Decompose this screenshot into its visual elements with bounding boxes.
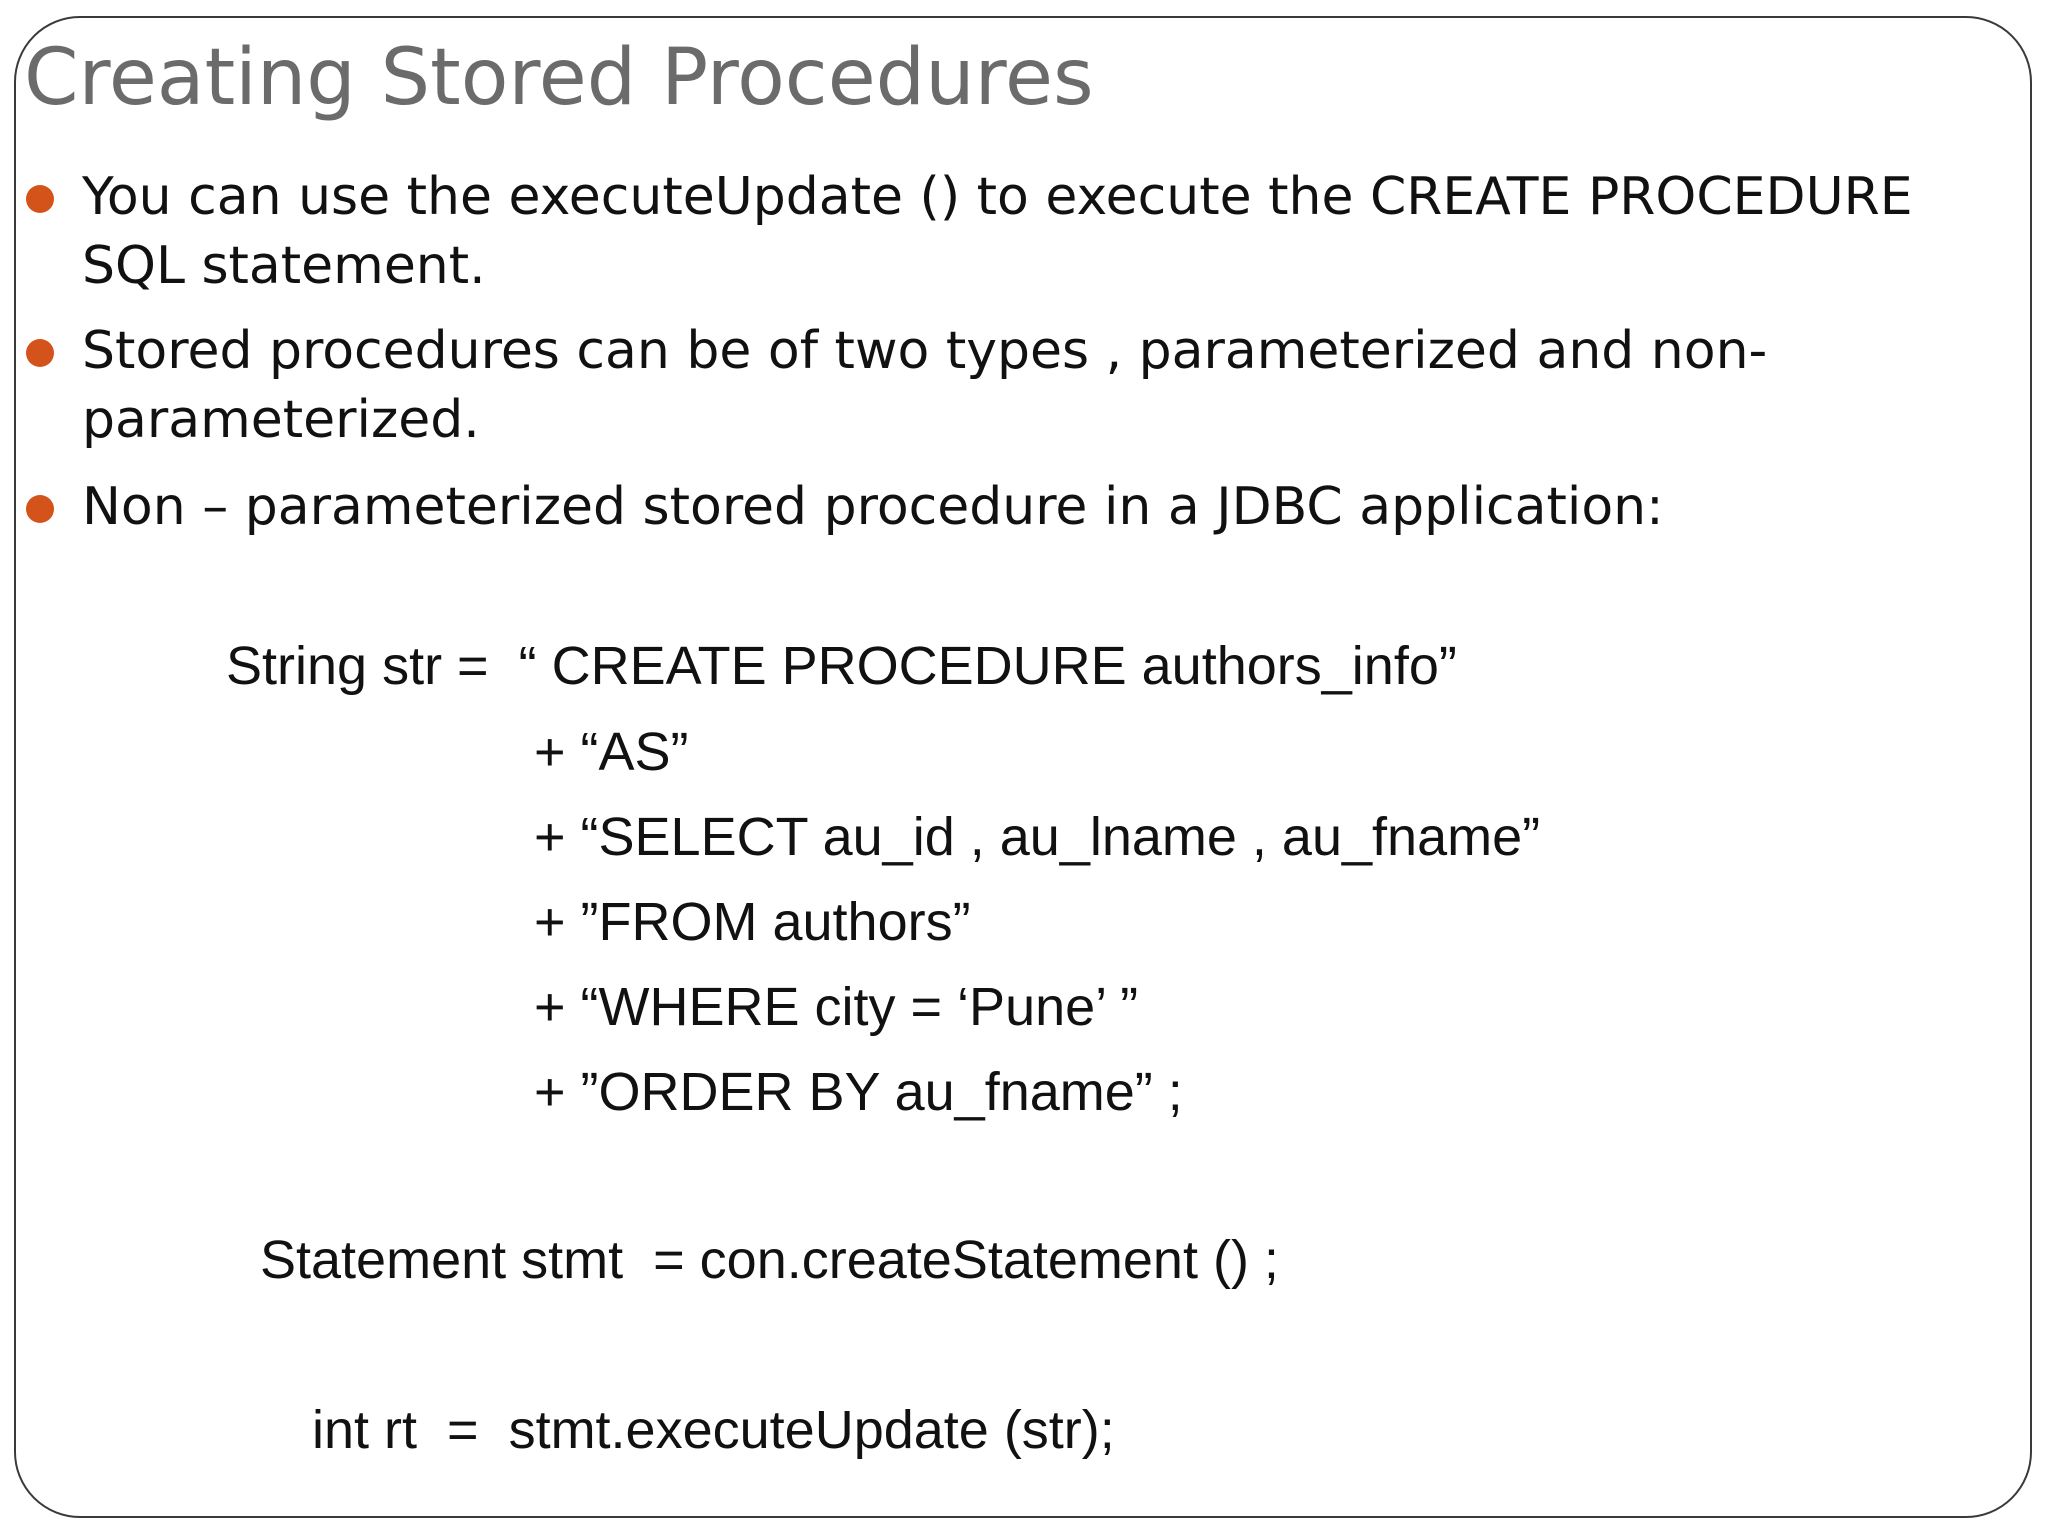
bullet-dot-icon — [26, 495, 54, 523]
bullet-list: You can use the executeUpdate () to exec… — [16, 18, 2030, 1516]
slide-title: Creating Stored Procedures — [24, 33, 1094, 123]
slide-frame: Creating Stored Procedures You can use t… — [14, 16, 2032, 1518]
bullet-item: You can use the executeUpdate () to exec… — [26, 163, 2022, 301]
code-line: + “SELECT au_id , au_lname , au_fname” — [534, 807, 1541, 867]
code-line: String str = “ CREATE PROCEDURE authors_… — [226, 636, 1457, 696]
bullet-text: Non – parameterized stored procedure in … — [82, 477, 1664, 537]
bullet-dot-icon — [26, 339, 54, 367]
bullet-text: You can use the executeUpdate () to exec… — [82, 167, 1913, 296]
bullet-dot-icon — [26, 185, 54, 213]
bullet-item: Non – parameterized stored procedure in … — [26, 473, 2022, 542]
bullet-item: Stored procedures can be of two types , … — [26, 317, 2022, 455]
code-line: + “AS” — [534, 722, 689, 782]
code-line: + “WHERE city = ‘Pune’ ” — [534, 977, 1139, 1037]
code-line: int rt = stmt.executeUpdate (str); — [312, 1400, 1115, 1460]
code-line: + ”FROM authors” — [534, 892, 971, 952]
code-line: Statement stmt = con.createStatement () … — [260, 1230, 1279, 1290]
bullet-text: Stored procedures can be of two types , … — [82, 321, 1768, 450]
code-line: + ”ORDER BY au_fname” ; — [534, 1062, 1183, 1122]
